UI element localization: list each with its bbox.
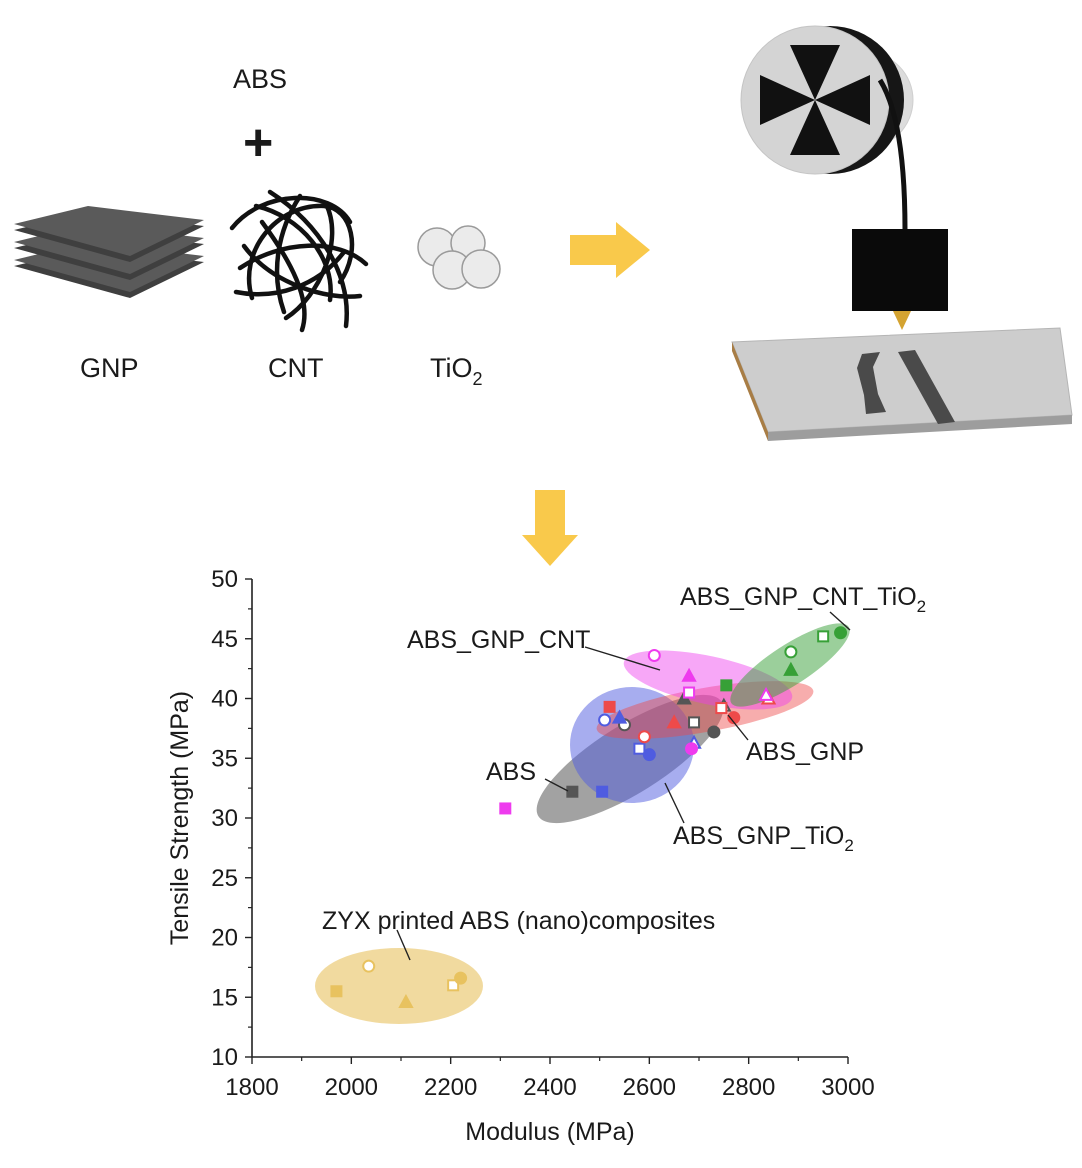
data-point <box>685 742 699 756</box>
y-tick-label: 45 <box>211 626 238 653</box>
data-point <box>633 742 646 755</box>
data-point <box>330 985 343 998</box>
data-point <box>720 679 733 692</box>
group-label: ABS_GNP <box>746 738 864 766</box>
gnp-sheets-icon <box>14 206 204 298</box>
tio2-spheres-icon <box>417 225 501 290</box>
data-point <box>758 686 774 701</box>
x-tick-label: 2000 <box>325 1074 378 1101</box>
data-point <box>566 785 579 798</box>
x-tick-label: 2200 <box>424 1074 477 1101</box>
data-point <box>499 802 512 815</box>
data-point <box>688 716 701 729</box>
arrow-right-icon <box>570 222 650 278</box>
data-point <box>447 979 460 992</box>
y-tick-label: 50 <box>211 566 238 593</box>
y-tick-label: 15 <box>211 984 238 1011</box>
y-tick-label: 10 <box>211 1044 238 1071</box>
data-point <box>817 630 830 643</box>
y-tick-label: 40 <box>211 686 238 713</box>
arrow-down-icon <box>522 490 578 566</box>
data-point <box>362 959 376 973</box>
data-point <box>398 993 414 1009</box>
x-tick-label: 2800 <box>722 1074 775 1101</box>
printer-spool-icon <box>740 25 914 231</box>
data-point <box>642 748 656 762</box>
y-tick-label: 20 <box>211 925 238 952</box>
data-point <box>666 714 682 729</box>
data-point <box>596 785 609 798</box>
y-tick-label: 35 <box>211 745 238 772</box>
x-tick-label: 3000 <box>821 1074 874 1101</box>
y-tick-label: 30 <box>211 805 238 832</box>
plus-sign: + <box>243 114 273 172</box>
data-point <box>683 686 696 699</box>
bar-specimen <box>898 350 955 424</box>
leader-line <box>584 646 661 671</box>
printer-head-icon <box>852 229 948 330</box>
abs-label: ABS <box>233 64 287 94</box>
data-point <box>598 713 612 727</box>
group-label: ABS_GNP_CNT_TiO2 <box>680 583 926 616</box>
gnp-label: GNP <box>80 353 139 383</box>
y-axis-label: Tensile Strength (MPa) <box>166 691 194 945</box>
x-axis-label: Modulus (MPa) <box>465 1118 635 1146</box>
leader-line <box>664 782 685 824</box>
chart-axes: 1800 2000 2200 2400 2600 2800 3000 10 15 20 25 30 35… <box>166 566 875 1146</box>
leader-lines <box>396 611 851 961</box>
group-labels: ZYX printed ABS (nano)composites ABS ABS_G… <box>322 583 926 935</box>
data-point <box>647 648 661 662</box>
data-point <box>715 702 728 715</box>
scatter-chart: 1800 2000 2200 2400 2600 2800 3000 10 15 20 25 30 35… <box>166 566 926 1146</box>
x-tick-label: 2400 <box>523 1074 576 1101</box>
data-point <box>637 730 651 744</box>
group-ellipse <box>315 948 483 1024</box>
data-point <box>784 645 798 659</box>
data-point <box>707 725 721 739</box>
print-bed-icon <box>731 327 1073 441</box>
group-label: ZYX printed ABS (nano)composites <box>322 907 715 935</box>
x-tick-label: 1800 <box>225 1074 278 1101</box>
leader-line <box>396 929 411 961</box>
data-points <box>330 626 848 1009</box>
data-point <box>611 709 628 724</box>
data-point <box>834 626 848 640</box>
data-point <box>681 667 697 682</box>
data-point <box>603 700 616 713</box>
leader-line <box>727 714 749 741</box>
group-ellipses <box>315 623 850 1024</box>
group-label: ABS_GNP_CNT <box>407 626 590 654</box>
cnt-label: CNT <box>268 353 324 383</box>
tio2-label: TiO2 <box>430 353 483 389</box>
leader-line <box>829 611 851 631</box>
y-tick-label: 25 <box>211 865 238 892</box>
group-label: ABS <box>486 758 536 786</box>
x-tick-label: 2600 <box>623 1074 676 1101</box>
data-point <box>783 661 799 676</box>
group-label: ABS_GNP_TiO2 <box>673 822 854 855</box>
data-point <box>454 971 468 985</box>
cnt-tangle-icon <box>229 189 369 333</box>
dogbone-specimen <box>857 352 886 414</box>
leader-line <box>544 778 569 792</box>
